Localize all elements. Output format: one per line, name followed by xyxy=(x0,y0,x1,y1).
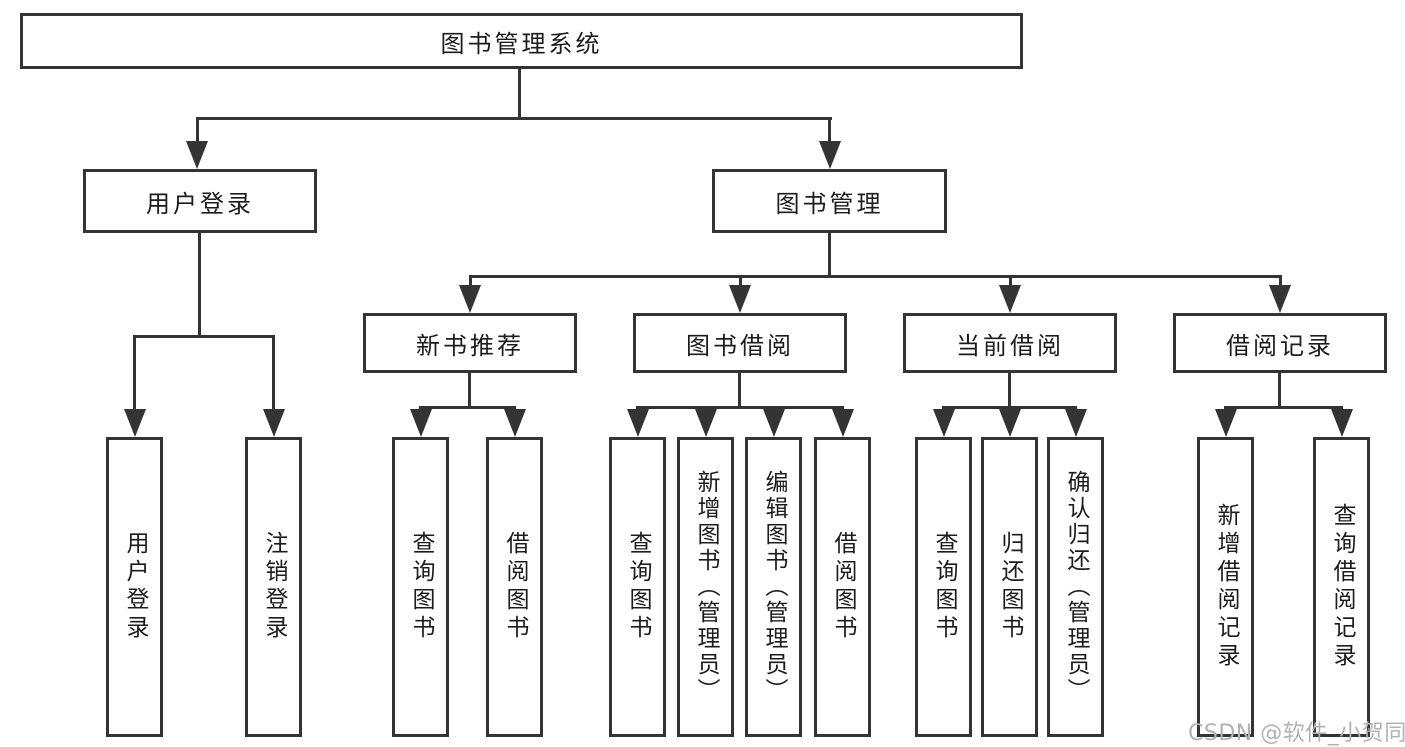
leaf-record-add-borrow-record: 新增借阅记录 xyxy=(1197,437,1254,737)
leaf-current-confirm-return-admin: 确认归还（管理员） xyxy=(1047,437,1104,737)
arrowhead-recommend-query xyxy=(410,409,432,437)
node-library-management-system: 图书管理系统 xyxy=(20,13,1023,69)
arrowhead-current-query xyxy=(933,409,955,437)
leaf-current-query-books: 查询图书 xyxy=(915,437,972,737)
leaf-recommend-query-books: 查询图书 xyxy=(392,437,449,737)
leaf-record-query-borrow-record: 查询借阅记录 xyxy=(1313,437,1370,737)
arrowhead-leaf-logout xyxy=(263,409,285,437)
connector-root-stem xyxy=(518,69,521,119)
node-book-management: 图书管理 xyxy=(712,169,947,233)
arrowhead-current-return xyxy=(999,409,1021,437)
connector-drop-leaf-user-login xyxy=(133,335,136,413)
arrowhead-borrowing-query xyxy=(627,409,649,437)
leaf-recommend-borrow-books: 借阅图书 xyxy=(486,437,543,737)
arrowhead-recommend-borrow xyxy=(504,409,526,437)
connector-drop-book-management xyxy=(828,117,831,143)
connector-current-stem xyxy=(1008,373,1011,408)
connector-drop-borrowing xyxy=(739,275,742,287)
arrowhead-records-query xyxy=(1331,409,1353,437)
arrowhead-user-login xyxy=(186,141,208,169)
arrowhead-recommend xyxy=(459,285,481,313)
connector-recommend-stem xyxy=(468,373,471,408)
arrowhead-borrowing-borrow xyxy=(832,409,854,437)
connector-drop-recommend xyxy=(469,275,472,287)
connector-records-stem xyxy=(1278,373,1281,408)
arrowhead-current xyxy=(999,285,1021,313)
arrowhead-borrowing-edit xyxy=(763,409,785,437)
leaf-borrow-add-books-admin: 新增图书（管理员） xyxy=(677,437,734,737)
node-current-borrowing: 当前借阅 xyxy=(903,313,1117,373)
leaf-logout: 注销登录 xyxy=(245,437,302,737)
connector-records-rail xyxy=(1224,406,1343,409)
node-book-borrowing: 图书借阅 xyxy=(633,313,847,373)
arrowhead-borrowing xyxy=(729,285,751,313)
connector-recommend-rail xyxy=(419,406,516,409)
arrowhead-leaf-user-login xyxy=(124,409,146,437)
leaf-user-login: 用户登录 xyxy=(106,437,163,737)
connector-drop-current xyxy=(1009,275,1012,287)
connector-drop-leaf-logout xyxy=(272,335,275,413)
connector-login-stem xyxy=(198,233,201,337)
csdn-watermark: CSDN @软件_小贺同学 xyxy=(1188,721,1405,746)
leaf-borrow-borrow-books: 借阅图书 xyxy=(814,437,871,737)
node-borrowing-records: 借阅记录 xyxy=(1173,313,1387,373)
connector-drop-user-login xyxy=(196,117,199,143)
leaf-borrow-query-books: 查询图书 xyxy=(609,437,666,737)
arrowhead-current-confirm xyxy=(1065,409,1087,437)
connector-drop-records xyxy=(1279,275,1282,287)
node-new-book-recommend: 新书推荐 xyxy=(363,313,577,373)
connector-login-rail xyxy=(133,335,275,338)
leaf-current-return-books: 归还图书 xyxy=(981,437,1038,737)
connector-root-rail xyxy=(196,117,832,120)
connector-management-stem xyxy=(828,233,831,277)
node-user-login-group: 用户登录 xyxy=(83,169,317,233)
connector-management-rail xyxy=(469,275,1282,278)
arrowhead-records xyxy=(1269,285,1291,313)
arrowhead-book-management xyxy=(819,141,841,169)
leaf-borrow-edit-books-admin: 编辑图书（管理员） xyxy=(745,437,802,737)
connector-borrowing-stem xyxy=(738,373,741,408)
connector-borrowing-rail xyxy=(636,406,844,409)
arrowhead-borrowing-add xyxy=(695,409,717,437)
arrowhead-records-add xyxy=(1215,409,1237,437)
